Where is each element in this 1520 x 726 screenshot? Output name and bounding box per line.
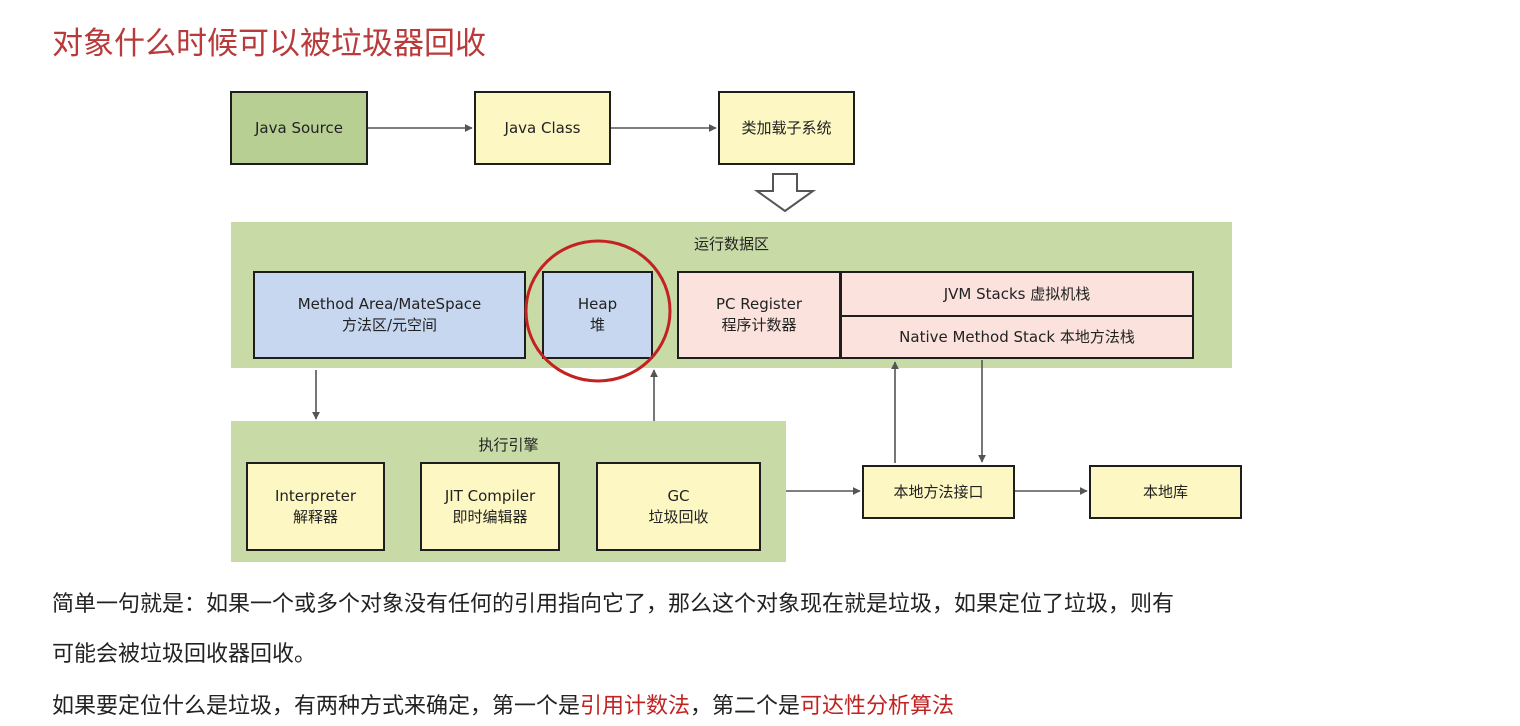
page-title: 对象什么时候可以被垃圾器回收 (52, 26, 486, 62)
method-area-line2: 方法区/元空间 (341, 316, 438, 334)
interpreter-line2: 解释器 (292, 507, 338, 526)
native-method-stack-label: Native Method Stack 本地方法栈 (899, 327, 1135, 346)
gc-box: GC 垃圾回收 (596, 462, 761, 551)
method-area-box: Method Area/MateSpace 方法区/元空间 (253, 271, 526, 359)
pc-register-line2: 程序计数器 (721, 316, 797, 334)
explanation-line-1: 简单一句就是：如果一个或多个对象没有任何的引用指向它了，那么这个对象现在就是垃圾… (52, 592, 1175, 617)
native-library-box: 本地库 (1089, 465, 1242, 519)
jit-compiler-line1: JIT Compiler (444, 486, 536, 505)
line3-prefix: 如果要定位什么是垃圾，有两种方式来确定，第一个是 (52, 694, 581, 719)
heap-line1: Heap (577, 295, 618, 313)
native-method-stack-box: Native Method Stack 本地方法栈 (840, 315, 1194, 359)
class-loader-label: 类加载子系统 (741, 118, 832, 137)
pc-register-line1: PC Register (715, 295, 803, 313)
heap-line2: 堆 (589, 316, 605, 334)
native-interface-label: 本地方法接口 (893, 482, 984, 501)
jit-compiler-box: JIT Compiler 即时编辑器 (420, 462, 560, 551)
line3-middle: ，第二个是 (690, 694, 801, 719)
jvm-stacks-box: JVM Stacks 虚拟机栈 (840, 271, 1194, 317)
java-class-box: Java Class (474, 91, 611, 165)
jvm-stacks-label: JVM Stacks 虚拟机栈 (943, 284, 1091, 303)
explanation-line-2: 可能会被垃圾回收器回收。 (52, 642, 317, 667)
native-library-label: 本地库 (1142, 482, 1188, 501)
class-loader-box: 类加载子系统 (718, 91, 855, 165)
jit-compiler-line2: 即时编辑器 (452, 507, 528, 526)
java-source-label: Java Source (255, 118, 343, 137)
runtime-data-area-label: 运行数据区 (693, 235, 769, 253)
interpreter-line1: Interpreter (274, 486, 357, 505)
pc-register-box: PC Register 程序计数器 (677, 271, 841, 359)
reachability-analysis-method: 可达性分析算法 (800, 694, 955, 719)
heap-highlight-circle (524, 239, 672, 383)
execution-engine-label: 执行引擎 (478, 436, 539, 454)
java-source-box: Java Source (230, 91, 368, 165)
gc-line1: GC (667, 486, 690, 505)
explanation-line-3: 如果要定位什么是垃圾，有两种方式来确定，第一个是引用计数法，第二个是可达性分析算… (52, 695, 954, 719)
native-interface-box: 本地方法接口 (862, 465, 1015, 519)
reference-counting-method: 引用计数法 (580, 694, 691, 719)
down-hollow-arrow (753, 173, 817, 213)
heap-box: Heap 堆 (542, 271, 653, 359)
gc-line2: 垃圾回收 (648, 507, 709, 526)
method-area-line1: Method Area/MateSpace (297, 295, 482, 313)
java-class-label: Java Class (504, 118, 581, 137)
interpreter-box: Interpreter 解释器 (246, 462, 385, 551)
